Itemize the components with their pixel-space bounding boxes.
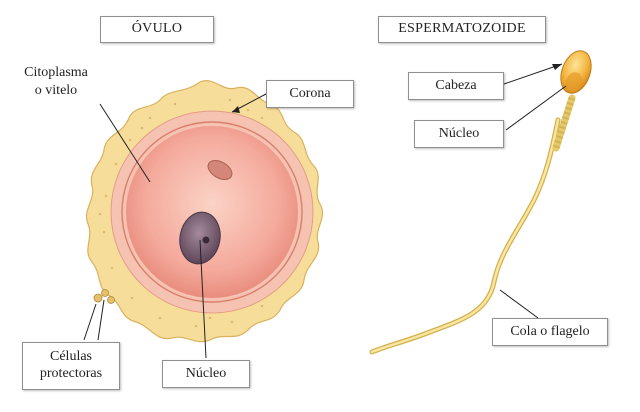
protective-cells-line2: protectoras (39, 366, 103, 381)
sperm-title: ESPERMATOZOIDE (378, 16, 546, 43)
cell-membrane (121, 121, 303, 303)
leader-lines (83, 63, 567, 359)
leader-cytoplasm (99, 103, 151, 183)
sperm-nucleus (565, 72, 583, 92)
leader-ovum-nucleus (199, 239, 207, 359)
sperm-tail-highlight (370, 118, 560, 354)
protective-cells-line1: Células (50, 349, 92, 365)
leader-cells-1 (83, 303, 97, 341)
protective-cells (93, 289, 115, 304)
cytoplasm-label-line1: Citoplasma (24, 65, 88, 80)
leader-arrowheads (232, 64, 562, 113)
protective-cells-label: Células protectoras (22, 342, 120, 390)
sperm-tail-label: Cola o flagelo (492, 318, 608, 346)
corona-label: Corona (266, 80, 354, 108)
ovum-nucleus (179, 211, 221, 265)
cytoplasm-label: Citoplasma o vitelo (4, 64, 108, 99)
nucleolus (202, 236, 210, 244)
leader-head (503, 63, 563, 85)
leader-sperm-nucleus (505, 85, 567, 131)
cytoplasm-label-line2: o vitelo (34, 82, 78, 98)
ovum (86, 80, 324, 343)
sperm-midpiece-texture (552, 96, 576, 150)
ovum-title: ÓVULO (100, 16, 214, 43)
leader-tail (499, 289, 539, 319)
sperm (369, 50, 592, 355)
sperm-nucleus-label: Núcleo (414, 120, 504, 148)
ovum-nucleus-label: Núcleo (162, 360, 250, 388)
ovum-cytoplasm (126, 126, 298, 298)
leader-cells-2 (97, 299, 105, 341)
polar-body (207, 160, 233, 180)
sperm-head-label: Cabeza (408, 72, 504, 100)
